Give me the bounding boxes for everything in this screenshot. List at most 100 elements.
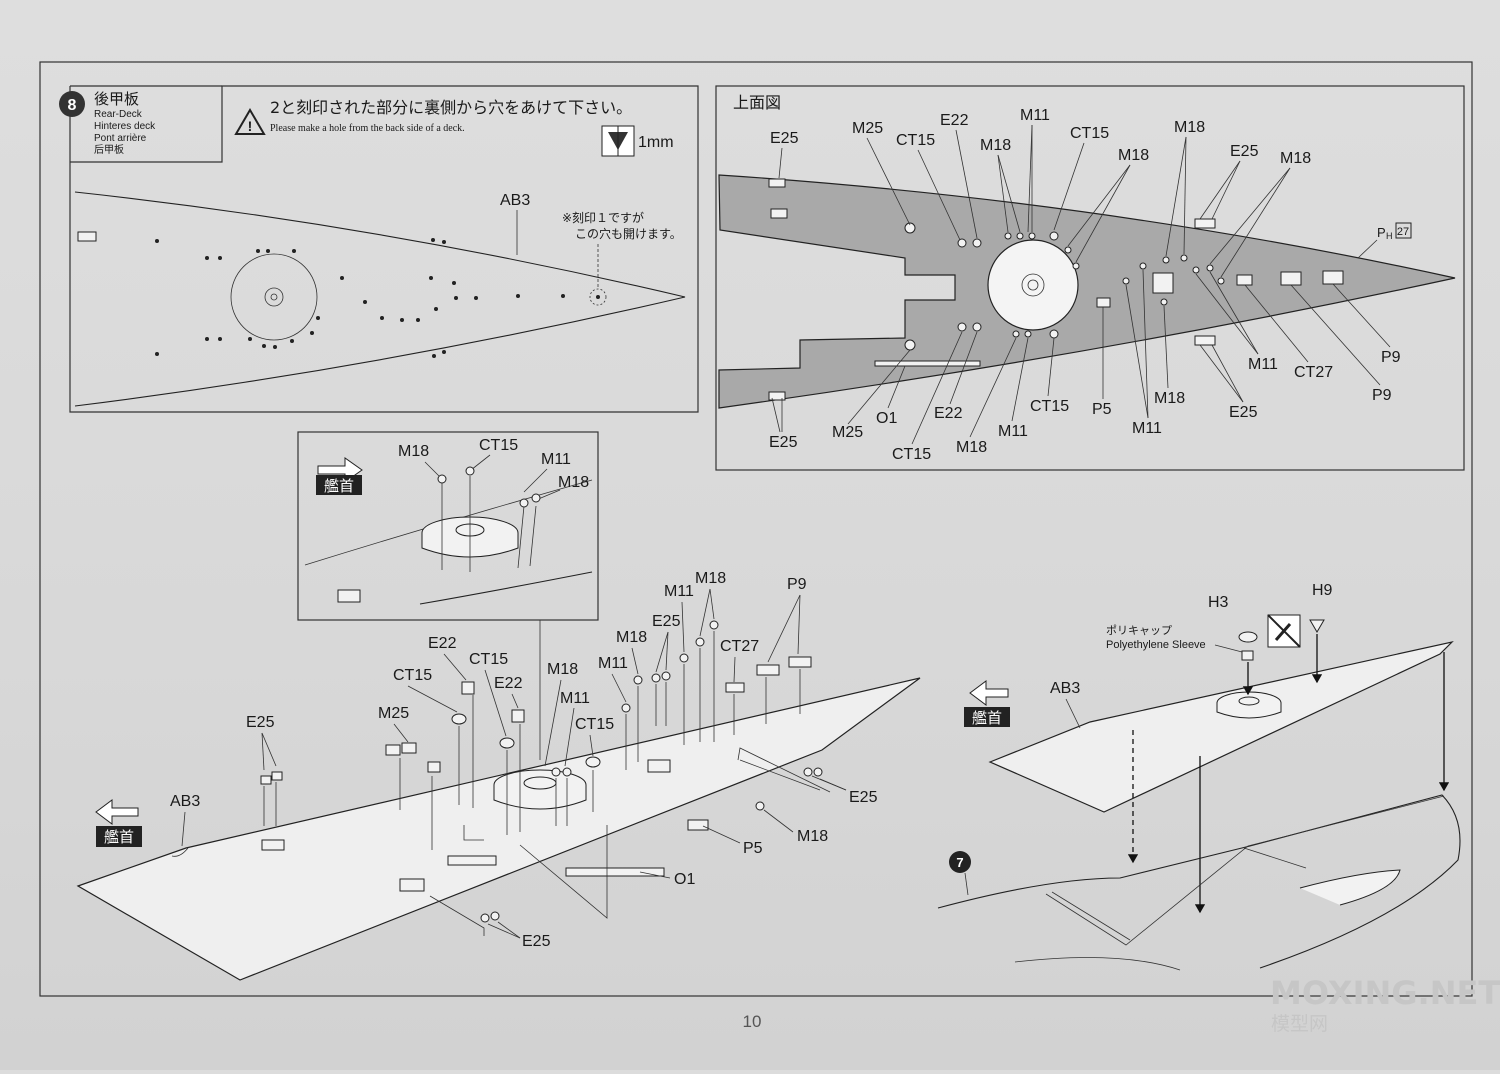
step-number: 8	[68, 97, 77, 114]
part-label-ab3: AB3	[170, 793, 200, 810]
main-label: M18	[797, 828, 828, 845]
top-view-label: M18	[956, 439, 987, 456]
deck-part-ab3-right	[988, 640, 1454, 813]
main-assembly: 艦首 AB3	[76, 570, 921, 981]
inset-detail: 艦首 M18 CT15 M11 M18	[297, 431, 599, 760]
bow-label: 艦首	[104, 828, 134, 846]
top-view-label: M18	[1154, 390, 1185, 407]
deck-top-view	[718, 174, 1456, 409]
polycap-label-jp: ポリキャップ	[1106, 624, 1172, 637]
bow-direction-icon	[969, 680, 1009, 706]
page-number: 10	[743, 1012, 762, 1031]
top-view-label: M25	[852, 120, 883, 137]
top-view-label: CT27	[1294, 364, 1333, 381]
drill-size: 1mm	[638, 134, 674, 151]
watermark: MOXING.NET	[1270, 974, 1500, 1012]
part-label-h9: H9	[1312, 582, 1333, 599]
top-view-label: CT15	[892, 446, 931, 463]
main-label: CT15	[393, 667, 432, 684]
step-number-badge	[59, 91, 85, 117]
main-label: P9	[787, 576, 807, 593]
top-view-label: M11	[998, 423, 1028, 440]
top-view-label: M11	[1132, 420, 1162, 437]
polycap-label-en: Polyethylene Sleeve	[1106, 639, 1206, 651]
top-view-label: E25	[769, 434, 798, 451]
top-view-label: M18	[1118, 147, 1149, 164]
top-view-label: E22	[934, 405, 963, 422]
main-label: CT15	[469, 651, 508, 668]
main-label: M18	[616, 629, 647, 646]
note-line-1: ※刻印１ですが	[562, 210, 644, 225]
note-line-2: この穴も開けます。	[575, 226, 682, 241]
part-o1	[565, 867, 665, 877]
right-assembly: 艦首 AB3 H3 H9 ポリキャップ Polyethylene Sleeve …	[937, 582, 1461, 971]
caution-text-en: Please make a hole from the back side of…	[270, 123, 465, 134]
deck-slot	[77, 231, 97, 242]
step-title-jp: 後甲板	[94, 90, 139, 108]
top-view-label: CT15	[896, 132, 935, 149]
bow-direction-icon	[95, 799, 139, 825]
step-title-fr: Pont arrière	[94, 133, 147, 144]
bow-label: 艦首	[972, 709, 1002, 727]
top-view-label: CT15	[1070, 125, 1109, 142]
top-view-label: E25	[1230, 143, 1259, 160]
part-label-ab3: AB3	[500, 192, 530, 209]
top-view-label: P9	[1372, 387, 1392, 404]
part-label-h3: H3	[1208, 594, 1229, 611]
top-view-label: O1	[876, 410, 897, 427]
panel-rear-deck-holes: 8 後甲板 Rear-Deck Hinteres deck Pont arriè…	[59, 85, 699, 413]
main-label: O1	[674, 871, 695, 888]
drill-holes	[155, 238, 565, 358]
main-label: P5	[743, 840, 763, 857]
top-view-label: M18	[980, 137, 1011, 154]
main-label: M18	[547, 661, 578, 678]
top-view-label: P5	[1092, 401, 1112, 418]
main-label: M18	[695, 570, 726, 587]
main-label: E22	[494, 675, 523, 692]
step-title-de: Hinteres deck	[94, 121, 156, 132]
deck-part-ab3	[76, 677, 921, 981]
caution-warning-icon: !	[234, 108, 266, 135]
caution-text-jp: 2と刻印された部分に裏側から穴をあけて下さい。	[270, 98, 632, 117]
top-view-title: 上面図	[733, 93, 781, 112]
drill-icon	[601, 125, 635, 157]
main-label: CT15	[575, 716, 614, 733]
turret-barbette	[987, 239, 1079, 331]
main-label: M11	[664, 583, 694, 600]
main-label: M11	[598, 655, 628, 672]
inset-label: CT15	[479, 437, 518, 454]
main-small-parts	[260, 620, 823, 923]
top-view-label: M18	[1280, 150, 1311, 167]
part-label-ab3: AB3	[1050, 680, 1080, 697]
pink-ref-page: 27	[1397, 226, 1409, 238]
top-view-label: M11	[1020, 107, 1050, 124]
main-label: E25	[246, 714, 275, 731]
inset-label: M18	[558, 474, 589, 491]
top-view-label: M11	[1248, 356, 1278, 373]
inset-label: M18	[398, 443, 429, 460]
page-frame	[39, 61, 1473, 997]
turret-ring	[230, 253, 318, 341]
bow-badge	[96, 826, 142, 847]
main-label: CT27	[720, 638, 759, 655]
panel-top-view: 上面図 E25 M25 CT15 E22 M18	[715, 85, 1465, 471]
inset-label: M11	[541, 451, 571, 468]
main-label: E22	[428, 635, 457, 652]
top-view-label: P9	[1381, 349, 1401, 366]
top-view-label: E25	[770, 130, 799, 147]
main-label: E25	[522, 933, 551, 950]
top-view-label: M18	[1174, 119, 1205, 136]
top-view-label: M25	[832, 424, 863, 441]
step-title-en: Rear-Deck	[94, 109, 143, 120]
top-view-label: E22	[940, 112, 969, 129]
top-view-label: E25	[1229, 404, 1258, 421]
svg-text:!: !	[248, 118, 253, 134]
bow-badge	[964, 707, 1010, 727]
top-view-label: CT15	[1030, 398, 1069, 415]
prev-step-number: 7	[956, 855, 963, 870]
bow-badge	[316, 475, 362, 495]
main-label: E25	[849, 789, 878, 806]
pink-ref: P	[1377, 225, 1386, 240]
